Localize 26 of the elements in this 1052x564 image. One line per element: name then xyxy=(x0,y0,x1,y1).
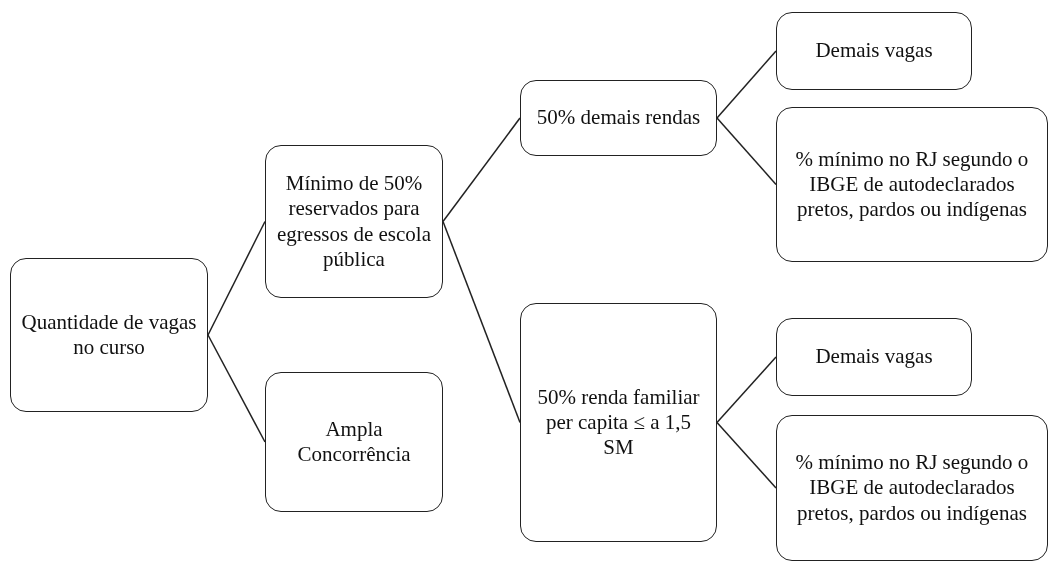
connector-line xyxy=(716,356,777,424)
box-text: Quantidade de vagas no curso xyxy=(20,309,198,361)
rounded-box xyxy=(10,258,208,412)
rounded-box xyxy=(776,12,972,90)
connector-line xyxy=(716,421,777,489)
box-text: 50% demais rendas xyxy=(536,105,701,131)
connector-line xyxy=(442,220,521,424)
rounded-box xyxy=(265,372,443,512)
box-text: Mínimo de 50% reservados para egressos de escola pública xyxy=(276,171,432,272)
box-text: % mínimo no RJ segundo o IBGE de autodeclarados pretos, pardos ou indígenas xyxy=(794,146,1030,223)
rounded-box xyxy=(265,145,443,298)
rounded-box xyxy=(520,80,717,156)
rounded-box xyxy=(776,107,1048,262)
rounded-box xyxy=(776,415,1048,561)
connector-line xyxy=(207,220,266,336)
connector-line xyxy=(716,50,777,119)
box-text: Demais vagas xyxy=(815,344,933,370)
connector-line xyxy=(716,117,777,186)
connector-line xyxy=(442,117,521,223)
rounded-box xyxy=(776,318,972,396)
rounded-box xyxy=(520,303,717,542)
box-text: % mínimo no RJ segundo o IBGE de autodeclarados pretos, pardos ou indígenas xyxy=(794,450,1030,526)
connector-line xyxy=(207,334,266,443)
box-text: Ampla Concorrência xyxy=(296,416,412,468)
box-text: 50% renda familiar per capita ≤ a 1,5 SM xyxy=(536,384,701,461)
box-text: Demais vagas xyxy=(815,38,933,64)
